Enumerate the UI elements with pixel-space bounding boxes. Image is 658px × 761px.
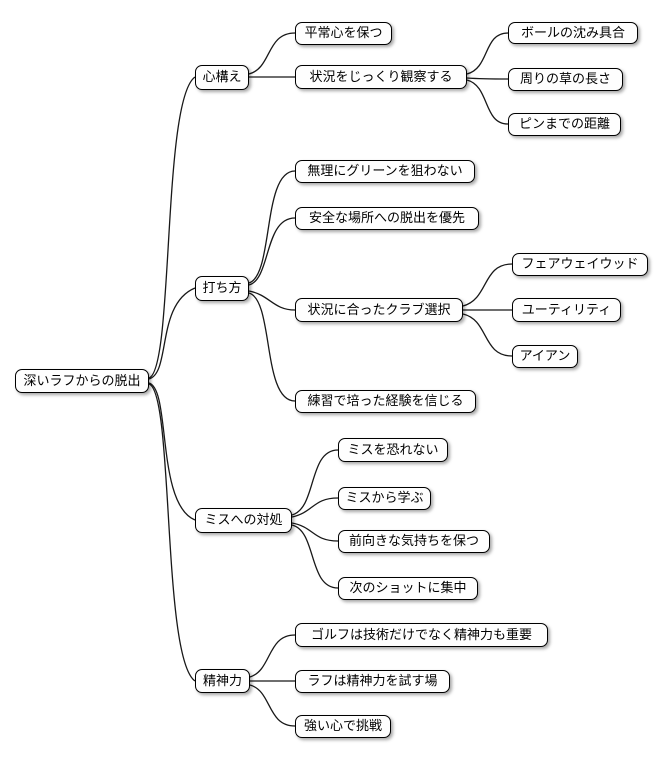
mindmap-node-utility: ユーティリティ — [512, 298, 621, 322]
connector-club-fairway-wood — [462, 263, 513, 307]
connector-observe-ball-lie — [466, 32, 509, 75]
mindmap-node-distance-to-pin: ピンまでの距離 — [508, 113, 621, 136]
connector-mental-challenge-strong-heart — [249, 684, 296, 727]
mindmap-node-root: 深いラフからの脱出 — [15, 369, 149, 393]
mindmap-node-club-selection: 状況に合ったクラブ選択 — [295, 298, 463, 322]
mindmap-node-rough-tests-mental: ラフは精神力を試す場 — [295, 670, 450, 693]
connector-mistakes-focus-next-shot — [291, 524, 339, 589]
mindmap-node-prioritize-safe-escape: 安全な場所への脱出を優先 — [295, 207, 479, 230]
mindmap-node-dont-force-green: 無理にグリーンを狙わない — [295, 160, 475, 183]
connector-mistakes-learn — [291, 497, 339, 518]
mindmap-node-learn-from-mistakes: ミスから学ぶ — [338, 487, 431, 510]
mindmap-node-stay-positive: 前向きな気持ちを保つ — [338, 530, 490, 553]
mindmap-node-dont-fear-mistakes: ミスを恐れない — [338, 438, 448, 462]
connector-observe-grass-length — [466, 77, 509, 80]
mindmap-node-trust-experience: 練習で培った経験を信じる — [295, 390, 476, 413]
connector-root-how-to-hit — [148, 287, 196, 380]
mindmap-node-fairway-wood: フェアウェイウッド — [512, 253, 648, 276]
mindmap-node-mindset: 心構え — [195, 65, 249, 90]
mindmap-node-ball-lie: ボールの沈み具合 — [508, 22, 638, 44]
connector-mistakes-stay-positive — [291, 522, 339, 542]
connector-hit-dont-force-green — [248, 170, 296, 284]
mindmap-node-focus-next-shot: 次のショットに集中 — [338, 577, 478, 600]
mindmap-node-how-to-hit: 打ち方 — [195, 276, 249, 301]
mindmap-node-grass-length: 周りの草の長さ — [508, 68, 623, 91]
mindmap-node-iron: アイアン — [512, 345, 578, 368]
mindmap-node-dealing-with-mistakes: ミスへの対処 — [195, 508, 292, 533]
connector-mistakes-dont-fear — [291, 449, 339, 516]
mindmap-node-golf-needs-mental: ゴルフは技術だけでなく精神力も重要 — [295, 623, 548, 647]
connector-hit-club-selection — [248, 290, 296, 311]
connector-mental-golf-needs-mental — [249, 634, 296, 678]
mindmap-node-mental-strength: 精神力 — [195, 669, 250, 693]
connector-club-iron — [462, 313, 513, 357]
connector-root-mental-strength — [148, 383, 196, 682]
connector-root-mindset — [148, 76, 196, 379]
connector-root-dealing-with-mistakes — [148, 382, 196, 521]
connector-observe-distance-to-pin — [466, 79, 509, 125]
mindmap-node-challenge-strong-heart: 強い心で挑戦 — [295, 715, 391, 738]
connector-mindset-keep-calm — [248, 32, 296, 75]
mindmap-node-observe-situation: 状況をじっくり観察する — [295, 65, 467, 89]
mindmap-node-keep-calm: 平常心を保つ — [295, 22, 392, 45]
connector-hit-trust-experience — [248, 292, 296, 402]
connector-hit-prioritize-safe-escape — [248, 217, 296, 286]
